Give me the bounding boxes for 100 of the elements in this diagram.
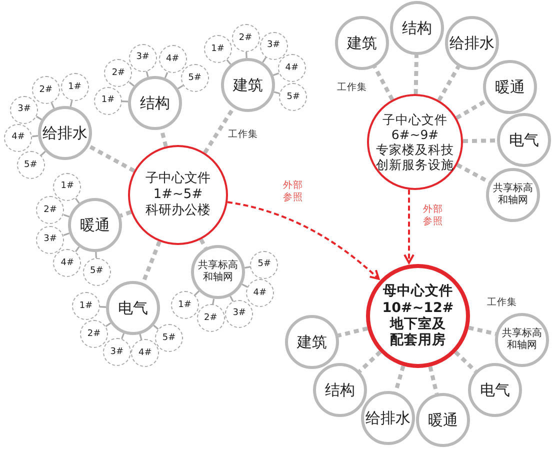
edge-label: 外部参照	[282, 180, 304, 204]
discipline-circle	[416, 393, 470, 447]
building-number: 5#	[24, 160, 38, 171]
dashed-circle	[53, 249, 82, 278]
building-number: 4#	[138, 348, 152, 359]
building-number: 1#	[68, 82, 82, 92]
connector-line	[177, 84, 184, 90]
discipline-circle	[191, 245, 245, 299]
connector-line	[63, 232, 70, 236]
discipline-name: 结构	[140, 94, 170, 112]
annotation-label: 工作集	[487, 297, 517, 310]
dashed-arrow	[227, 201, 380, 280]
discipline-name: 给排水	[450, 34, 494, 52]
connector-line	[74, 198, 80, 204]
building-number: 1#	[178, 300, 192, 311]
dashed-connector	[454, 350, 477, 373]
dashed-circle	[278, 54, 306, 82]
connector-line	[230, 296, 234, 302]
building-number: 1#	[211, 44, 224, 54]
discipline-circle	[38, 106, 92, 160]
building-number: 4#	[12, 132, 25, 144]
discipline-name: 共享标高和轴网	[501, 328, 543, 352]
dashed-connector	[199, 238, 208, 249]
dashed-circle	[158, 45, 187, 74]
building-number: 3#	[110, 346, 124, 358]
building-number: 3#	[136, 52, 150, 64]
building-range: 6#~9#	[391, 126, 439, 142]
discipline-name: 建筑	[233, 76, 263, 94]
connector-line	[100, 306, 106, 308]
discipline-name: 共享标高和轴网	[197, 260, 239, 284]
connector-line	[128, 82, 134, 87]
dashed-circle	[225, 300, 254, 328]
building-number: 5#	[258, 259, 272, 270]
discipline-name: 结构	[402, 18, 432, 38]
file-title: 子中心文件	[382, 112, 448, 127]
building-number: 1#	[79, 300, 93, 312]
dashed-connector	[358, 350, 382, 373]
discipline-name: 暖通	[495, 78, 525, 96]
connector-line	[153, 324, 159, 330]
discipline-circle	[285, 315, 339, 369]
building-name: 地下室及配套用房	[390, 316, 446, 349]
dashed-circle	[80, 320, 108, 348]
building-number: 4#	[253, 288, 267, 299]
discipline-name: 给排水	[42, 124, 88, 142]
connector-line	[63, 214, 70, 218]
building-number: 1#	[60, 181, 74, 192]
discipline-circle	[361, 391, 415, 445]
building-number: 5#	[90, 266, 104, 278]
building-number: 5#	[162, 332, 176, 344]
building-name: 科研办公楼	[146, 202, 210, 219]
dashed-circle	[155, 324, 183, 352]
building-number: 4#	[60, 258, 74, 268]
dashed-connector	[88, 144, 136, 173]
connector-line	[50, 102, 55, 109]
connector-line	[120, 333, 125, 340]
dashed-circle	[102, 338, 131, 366]
dashed-connector	[437, 65, 460, 102]
annotation-label: 工作集	[228, 129, 258, 142]
discipline-name: 电气	[509, 130, 539, 150]
discipline-name: 结构	[325, 380, 355, 400]
discipline-name: 建筑	[347, 34, 377, 52]
dashed-connector	[338, 326, 368, 338]
dashed-circle	[196, 304, 225, 332]
dashed-circle	[32, 76, 60, 104]
building-number: 2#	[204, 312, 218, 324]
connector-line	[246, 52, 248, 58]
building-name: 专家楼及科技创新服务设施	[376, 142, 454, 172]
file-title: 子中心文件	[146, 171, 210, 188]
discipline-circle	[445, 16, 499, 70]
connector-line	[122, 100, 128, 102]
dashed-circle	[246, 279, 274, 308]
building-range: 10#~12#	[382, 300, 454, 316]
discipline-circle	[497, 113, 551, 167]
discipline-circle	[495, 313, 549, 367]
connector-line	[32, 135, 38, 138]
dashed-circle	[16, 151, 45, 180]
building-number: 4#	[285, 62, 299, 74]
dashed-arrow	[404, 190, 414, 264]
discipline-circle	[483, 60, 537, 114]
discipline-name: 共享标高和轴网	[492, 182, 534, 208]
discipline-name: 建筑	[297, 332, 327, 352]
discipline-name: 电气	[118, 298, 148, 318]
discipline-circle	[390, 1, 444, 55]
discipline-circle	[313, 363, 367, 417]
discipline-circle	[486, 168, 540, 222]
dashed-circle	[10, 96, 38, 124]
connector-line	[262, 56, 267, 63]
discipline-circle	[128, 76, 182, 130]
building-number: 3#	[44, 234, 57, 245]
connector-line	[272, 72, 280, 76]
building-number: 3#	[266, 40, 280, 52]
connector-line	[242, 284, 248, 288]
connector-line	[226, 59, 232, 65]
discipline-name: 暖通	[80, 216, 110, 234]
discipline-circle	[221, 58, 275, 112]
building-number: 2#	[39, 84, 53, 96]
discipline-circle	[106, 281, 160, 335]
discipline-circle	[68, 198, 122, 252]
discipline-circle	[335, 16, 389, 70]
dashed-connector	[456, 163, 490, 184]
